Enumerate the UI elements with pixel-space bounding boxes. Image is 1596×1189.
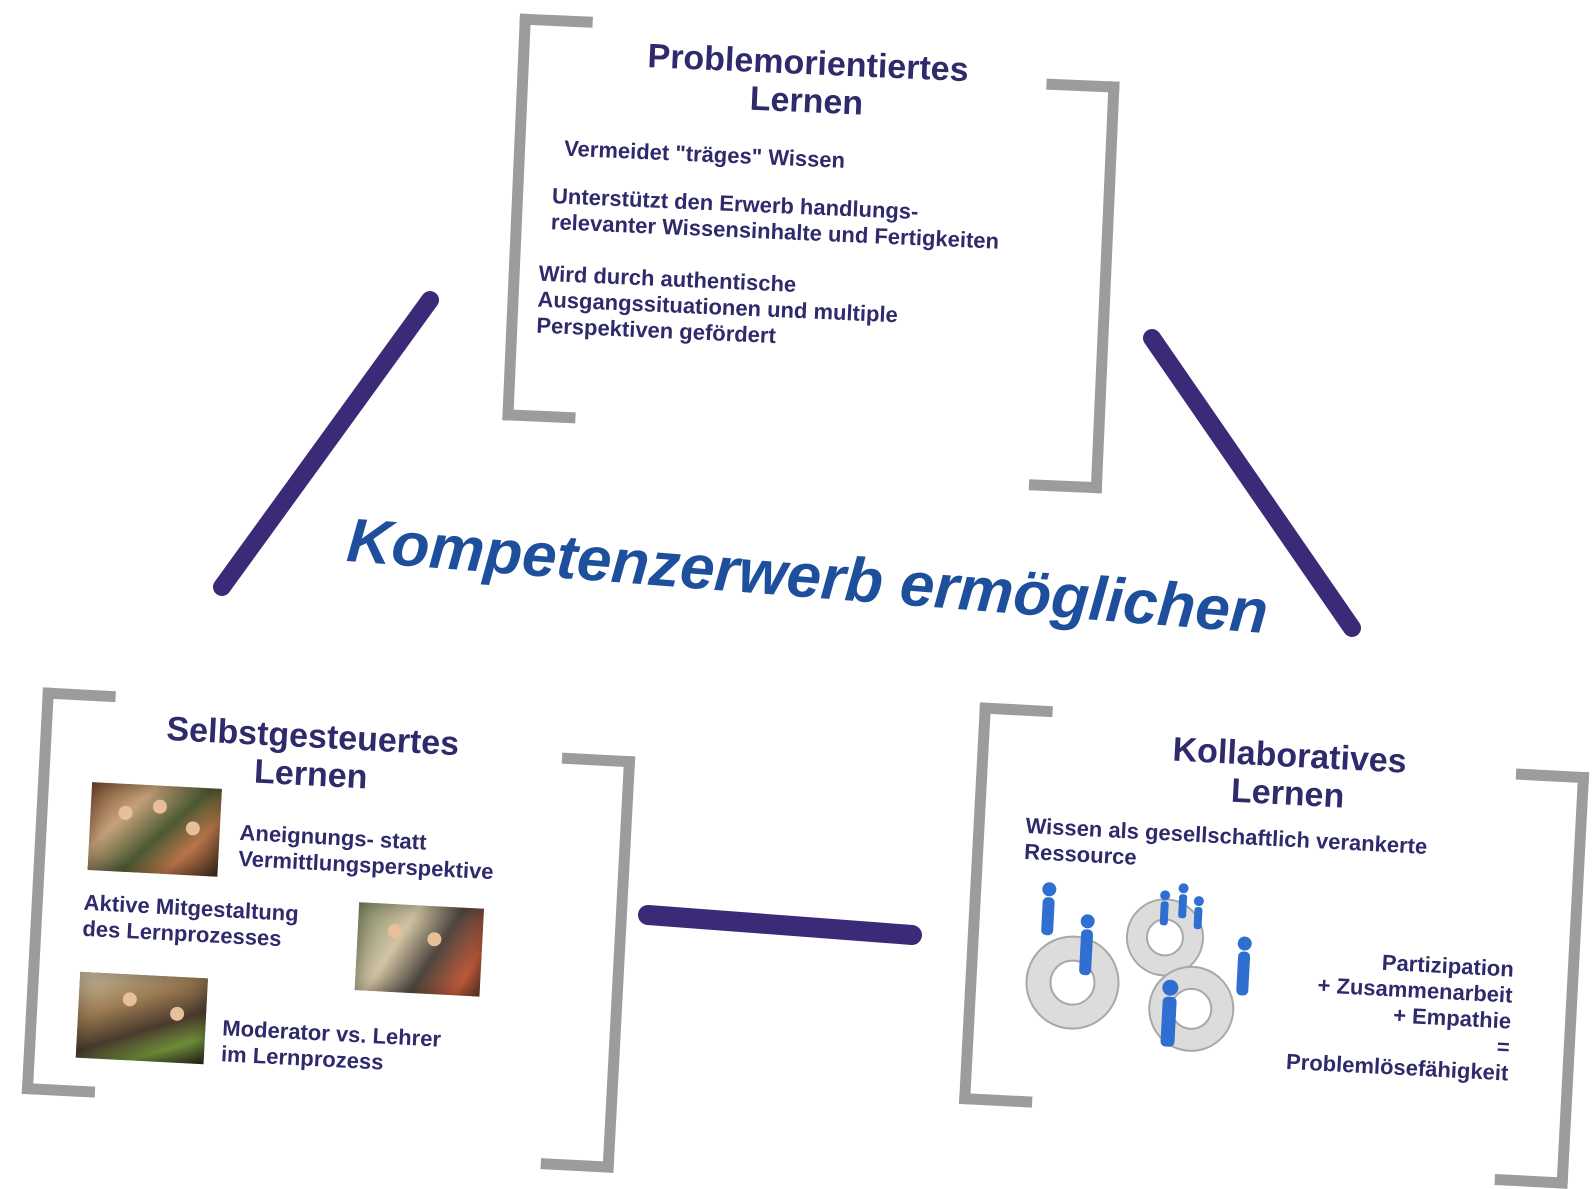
person-icon: [1193, 896, 1204, 930]
person-icon: [1159, 890, 1171, 926]
connector-top-left: [213, 291, 439, 596]
person-icon: [1160, 979, 1179, 1047]
gears-with-people-icon: [1025, 882, 1252, 1052]
person-icon: [1236, 936, 1252, 996]
box-heading: Kollaboratives Lernen: [1097, 727, 1480, 823]
item-text: Vermittlungsperspektive: [237, 845, 495, 885]
person-icon: [1041, 882, 1057, 936]
box-heading: Problemorientiertes Lernen: [586, 35, 1029, 130]
connector-top-right: [1143, 329, 1361, 637]
connector-bottom: [638, 905, 922, 945]
self-directed-box: Selbstgesteuertes Lernen Aneignungs- sta…: [21, 687, 636, 1173]
person-icon: [1178, 883, 1189, 919]
person-icon: [1079, 914, 1095, 976]
classroom-photo: [75, 971, 209, 1065]
item-text: Vermeidet "träges" Wissen: [563, 135, 846, 173]
group-workshop-photo: [87, 782, 222, 877]
laptop-group-photo: [354, 902, 485, 997]
problem-oriented-box: Problemorientiertes Lernen Vermeidet "tr…: [502, 13, 1120, 494]
collaborative-box: Kollaboratives Lernen Wissen als gesells…: [958, 702, 1590, 1189]
